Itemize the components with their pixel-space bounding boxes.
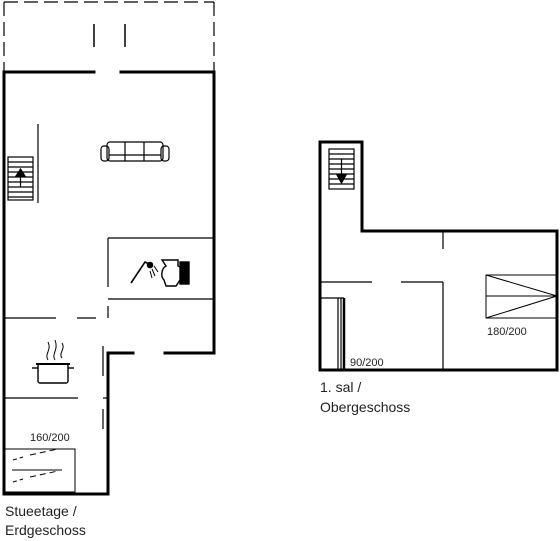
terrace-outline — [3, 1, 215, 72]
upper-single-bed-label: 90/200 — [350, 357, 384, 369]
ground-floor-label-line1: Stueetage / — [5, 503, 77, 519]
ground-bed-label: 160/200 — [30, 432, 70, 444]
stairs-up-icon — [7, 124, 39, 203]
stairs-down-icon — [328, 148, 355, 190]
ground-outer-walls — [2, 70, 216, 496]
ground-interior-walls — [4, 237, 214, 429]
upper-double-bed-label: 180/200 — [487, 326, 527, 338]
ground-floor-label-line2: Erdgeschoss — [5, 522, 86, 538]
toilet-icon — [160, 259, 190, 287]
upper-interior-walls — [320, 231, 444, 370]
sofa-icon — [100, 141, 170, 162]
upper-floor-label-line2: Obergeschoss — [320, 399, 410, 415]
upper-floor-plan: 90/200 180/200 — [318, 140, 559, 372]
ground-floor-plan: 160/200 — [2, 1, 216, 496]
double-bed-ground — [3, 448, 76, 493]
cooking-pot-icon — [32, 339, 74, 384]
shower-icon — [130, 260, 159, 284]
single-bed-upper — [320, 297, 346, 370]
upper-outer-walls — [318, 140, 559, 372]
double-bed-upper — [485, 274, 558, 319]
upper-floor-label-line1: 1. sal / — [320, 379, 361, 395]
